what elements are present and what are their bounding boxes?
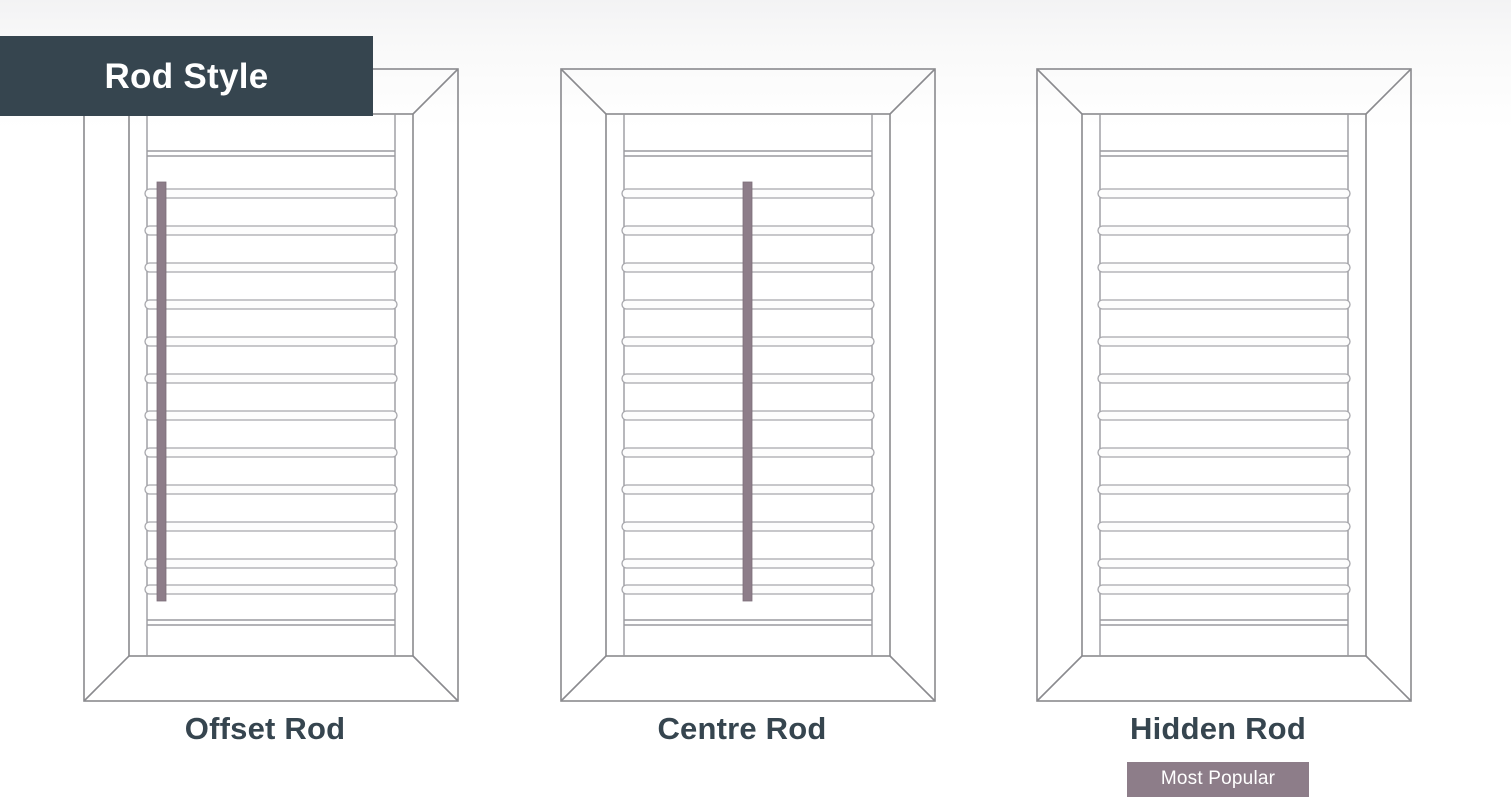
rod-style-option-centre-rod[interactable]: Centre Rod [507, 0, 977, 806]
shutter-illustration-hidden-rod [1036, 68, 1412, 702]
option-label-hidden-rod: Hidden Rod [1130, 711, 1306, 746]
shutter-illustration-offset-rod [83, 68, 459, 702]
option-label-centre-rod: Centre Rod [657, 711, 827, 746]
section-ribbon-label: Rod Style [104, 56, 269, 96]
top-rail [1100, 150, 1348, 157]
bottom-rail [147, 619, 395, 626]
section-ribbon: Rod Style [0, 36, 373, 116]
top-rail [147, 150, 395, 157]
option-label-offset-rod: Offset Rod [184, 711, 346, 746]
shutter-illustration-centre-rod [560, 68, 936, 702]
rod-style-option-offset-rod[interactable]: Offset Rod [30, 0, 500, 806]
most-popular-badge: Most Popular [1126, 762, 1310, 797]
most-popular-badge-wrap: Most Popular [983, 762, 1453, 797]
tilt-rod [742, 181, 753, 602]
tilt-rod [156, 181, 167, 602]
bottom-rail [624, 619, 872, 626]
top-rail [624, 150, 872, 157]
bottom-rail [1100, 619, 1348, 626]
rod-style-option-hidden-rod[interactable]: Hidden Rod Most Popular [983, 0, 1453, 806]
